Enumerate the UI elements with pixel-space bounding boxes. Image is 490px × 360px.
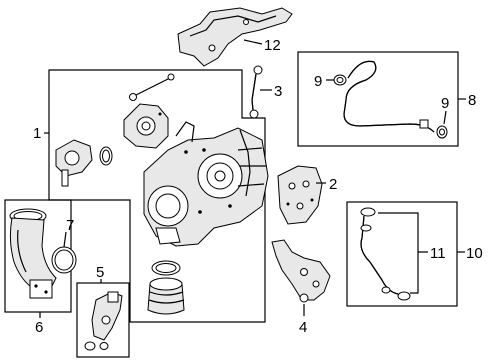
- wastegate-actuator: [123, 103, 169, 149]
- leader-12: [243, 39, 263, 45]
- callout-11: 11: [430, 245, 446, 262]
- bracket-part-4: [271, 239, 331, 303]
- heat-shield-part-12: [177, 7, 293, 67]
- callout-9-right: 9: [441, 95, 449, 112]
- coolant-fitting: [55, 139, 113, 187]
- callout-10: 10: [466, 245, 483, 262]
- callout-5: 5: [96, 264, 104, 281]
- oil-feed-pipe-part-3: [249, 65, 263, 119]
- callout-3: 3: [274, 83, 282, 100]
- intake-hose-coupler: [147, 260, 185, 315]
- group-frame-10: [346, 201, 458, 307]
- group-frame-5: [76, 282, 130, 358]
- intake-pipe-part-6: [9, 208, 57, 299]
- turbocharger-housing: [143, 121, 269, 247]
- seal-part-7: [51, 246, 77, 274]
- callout-9-left: 9: [314, 73, 322, 90]
- valve-part-5: [84, 291, 123, 351]
- group-frame-1: [48, 69, 266, 323]
- actuator-rod: [129, 73, 175, 101]
- callout-6: 6: [35, 319, 43, 336]
- callout-8: 8: [468, 92, 476, 109]
- callout-7: 7: [66, 217, 74, 234]
- leader-9b: [443, 110, 447, 125]
- oil-return-tube-part-10: [360, 207, 411, 301]
- leader-11-bracket: [378, 212, 428, 294]
- coolant-tube-part-8: [333, 60, 448, 139]
- leader-7: [63, 231, 67, 248]
- callout-12: 12: [264, 37, 281, 54]
- callout-4: 4: [299, 319, 307, 336]
- gasket-part-2: [277, 165, 323, 225]
- callout-2: 2: [329, 176, 337, 193]
- callout-1: 1: [33, 125, 41, 142]
